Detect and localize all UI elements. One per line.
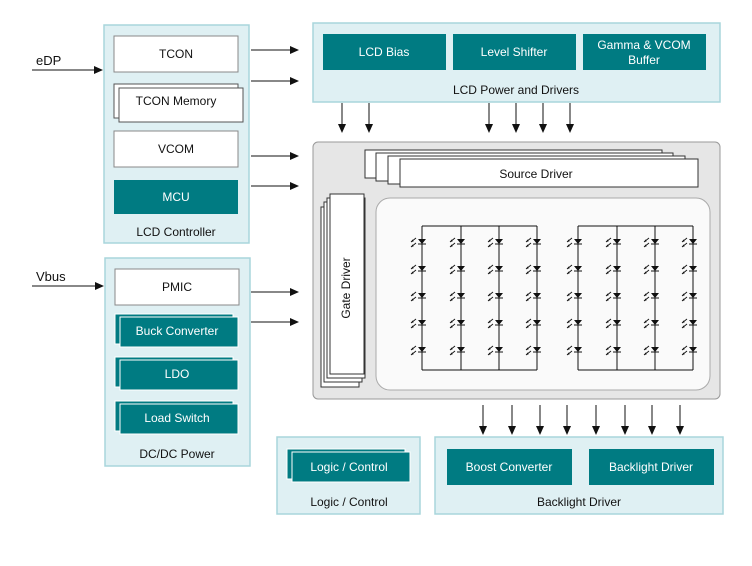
lcd-power-down-arrows bbox=[338, 103, 574, 133]
tcon-label: TCON bbox=[159, 47, 193, 61]
level-shifter-label: Level Shifter bbox=[481, 45, 548, 59]
lcd-bias-block bbox=[323, 34, 446, 70]
backlight-driver-block bbox=[589, 449, 714, 485]
led-array-area bbox=[375, 197, 711, 391]
mcu-label: MCU bbox=[162, 190, 189, 204]
backlight-driver-label: Backlight Driver bbox=[609, 460, 693, 474]
ldo-label: LDO bbox=[165, 367, 190, 381]
buck-converter-label: Buck Converter bbox=[136, 324, 219, 338]
gamma-vcom-label-line1: Gamma & VCOM bbox=[597, 38, 690, 52]
logic-control-block bbox=[286, 448, 411, 483]
boost-converter-block bbox=[447, 449, 572, 485]
lcd-controller-title: LCD Controller bbox=[136, 225, 215, 239]
logic-control-block-label: Logic / Control bbox=[310, 460, 387, 474]
dcdc-power-title: DC/DC Power bbox=[139, 447, 214, 461]
lcd-controller-group: TCON TCON Memory VCOM MCU LCD Controller bbox=[103, 24, 250, 244]
gate-driver-block bbox=[320, 193, 366, 388]
tcon-block bbox=[113, 35, 239, 73]
logic-control-title: Logic / Control bbox=[310, 495, 387, 509]
source-driver-label: Source Driver bbox=[499, 167, 572, 181]
buck-converter-block bbox=[114, 313, 239, 348]
ldo-block bbox=[114, 356, 239, 391]
logic-control-group: Logic / Control Logic / Control bbox=[276, 436, 421, 515]
load-switch-label: Load Switch bbox=[144, 411, 209, 425]
tcon-memory-label: TCON Memory bbox=[136, 94, 217, 108]
load-switch-block bbox=[114, 400, 239, 435]
level-shifter-block bbox=[453, 34, 576, 70]
tcon-memory-block bbox=[113, 83, 244, 123]
gamma-vcom-buffer-block bbox=[583, 34, 706, 70]
gate-driver-label: Gate Driver bbox=[339, 257, 353, 318]
display-panel-group: Source Driver Gate Driver bbox=[312, 141, 721, 400]
pmic-label: PMIC bbox=[162, 280, 192, 294]
vbus-input-label: Vbus bbox=[36, 269, 66, 284]
pmic-block bbox=[114, 268, 240, 306]
lcd-bias-label: LCD Bias bbox=[359, 45, 410, 59]
vcom-block bbox=[113, 130, 239, 168]
lcd-power-title: LCD Power and Drivers bbox=[453, 83, 579, 97]
led-array bbox=[410, 225, 698, 371]
gamma-vcom-label-line2: Buffer bbox=[628, 53, 660, 67]
lcd-power-group: LCD Bias Level Shifter Gamma & VCOM Buff… bbox=[312, 22, 721, 103]
backlight-driver-title: Backlight Driver bbox=[537, 495, 621, 509]
dcdc-power-group: PMIC Buck Converter LDO Load Switch DC/D… bbox=[104, 257, 251, 467]
controller-output-arrows bbox=[251, 46, 299, 326]
boost-converter-label: Boost Converter bbox=[466, 460, 553, 474]
source-driver-block bbox=[364, 149, 699, 188]
backlight-driver-group: Boost Converter Backlight Driver Backlig… bbox=[434, 436, 724, 515]
edp-input-label: eDP bbox=[36, 53, 61, 68]
mcu-block bbox=[114, 180, 238, 214]
backlight-down-arrows bbox=[479, 405, 684, 435]
vcom-label: VCOM bbox=[158, 142, 194, 156]
